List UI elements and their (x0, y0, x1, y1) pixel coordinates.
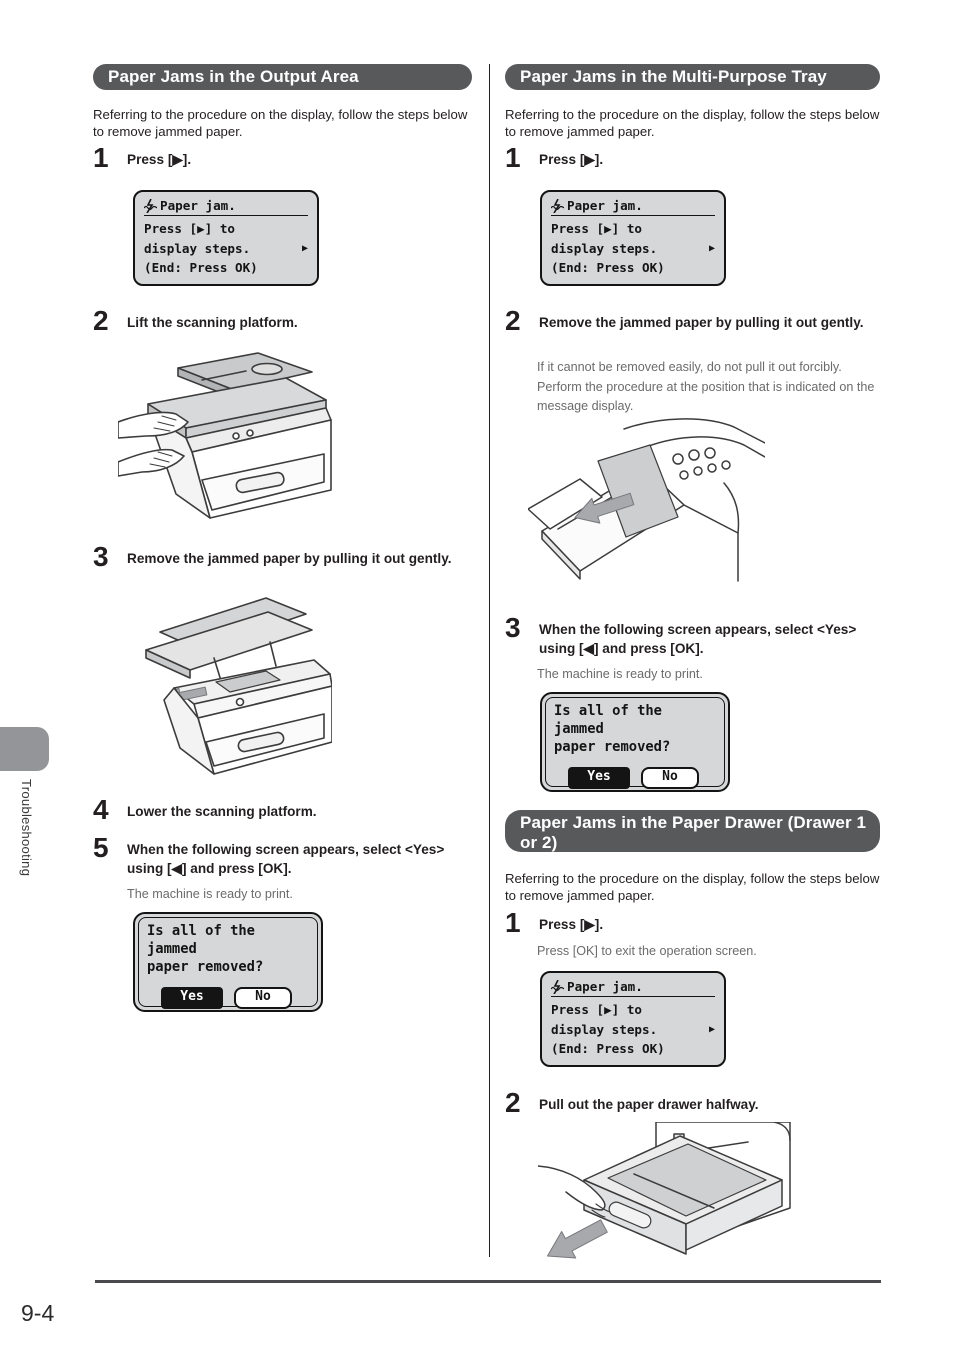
step-number: 1 (93, 142, 109, 173)
page-number: 9-4 (21, 1300, 55, 1326)
column-divider (489, 64, 490, 1257)
section-header-mp-tray: Paper Jams in the Multi-Purpose Tray (505, 64, 880, 90)
lcd-line-2: Press [▶] to (144, 221, 235, 236)
section-header-paper-drawer: Paper Jams in the Paper Drawer (Drawer 1… (505, 810, 880, 852)
step-output-1: 1 Press [▶]. (93, 142, 453, 173)
exit-note: Press [OK] to exit the operation screen. (537, 944, 757, 958)
lcd-line-3: display steps. ▶ (144, 240, 308, 256)
lcd-line-1: Paper jam. (144, 198, 308, 216)
paper-jam-icon (551, 979, 564, 994)
step-drawer-1: 1 Press [▶]. (505, 907, 865, 938)
yes-button: Yes (568, 766, 630, 789)
right-arrow-icon: ▶ (301, 242, 308, 254)
chapter-tab (0, 727, 49, 771)
no-button: No (234, 986, 292, 1009)
lcd-line-4: (End: Press OK) (144, 260, 258, 276)
step-number: 3 (505, 612, 521, 643)
step-output-3: 3 Remove the jammed paper by pulling it … (93, 541, 453, 572)
chapter-label: Troubleshooting (19, 779, 34, 877)
lcd-line-4: (End: Press OK) (551, 1041, 665, 1057)
step-output-2: 2 Lift the scanning platform. (93, 305, 453, 336)
step-number: 4 (93, 794, 109, 825)
paper-jam-icon (551, 198, 564, 213)
yes-button: Yes (161, 986, 223, 1009)
step-text: Lower the scanning platform. (127, 804, 317, 819)
step-text: Pull out the paper drawer halfway. (539, 1097, 759, 1112)
forcible-note: If it cannot be removed easily, do not p… (537, 360, 875, 414)
step-number: 2 (505, 305, 521, 336)
lcd-confirm-line-2: paper removed? (147, 958, 264, 975)
step-text: Remove the jammed paper by pulling it ou… (539, 315, 864, 330)
lcd-line-2: Press [▶] to (551, 221, 642, 236)
right-arrow-icon: ▶ (708, 1023, 715, 1035)
step-text: When the following screen appears, selec… (127, 842, 445, 877)
no-button: No (641, 766, 699, 789)
step-text: Press [▶]. (539, 917, 604, 932)
lcd-line-3: display steps. ▶ (551, 240, 715, 256)
intro-mp-tray: Referring to the procedure on the displa… (505, 107, 880, 140)
step-text: Press [▶]. (539, 152, 604, 167)
step-text: Lift the scanning platform. (127, 315, 298, 330)
lcd-line-3: display steps. ▶ (551, 1021, 715, 1037)
step-output-4: 4 Lower the scanning platform. (93, 794, 453, 825)
step-number: 2 (505, 1087, 521, 1118)
lcd-line-2: Press [▶] to (551, 1002, 642, 1017)
footer-rule (95, 1280, 881, 1283)
step-text: When the following screen appears, selec… (539, 622, 857, 657)
step-mp-1: 1 Press [▶]. (505, 142, 865, 173)
section-title: Paper Jams in the Output Area (108, 66, 359, 86)
step-text: Remove the jammed paper by pulling it ou… (127, 551, 452, 566)
step-number: 1 (505, 142, 521, 173)
step-drawer-2: 2 Pull out the paper drawer halfway. (505, 1087, 877, 1118)
paper-jam-icon (144, 198, 157, 213)
right-arrow-icon: ▶ (708, 242, 715, 254)
step-number: 5 (93, 832, 109, 863)
lcd-display-paper-jam: Paper jam. Press [▶] to display steps. ▶… (540, 971, 726, 1067)
lcd-line-1: Paper jam. (551, 979, 715, 997)
intro-paper-drawer: Referring to the procedure on the displa… (505, 871, 880, 904)
lcd-display-paper-jam: Paper jam. Press [▶] to display steps. ▶… (133, 190, 319, 286)
step-text: Press [▶]. (127, 152, 192, 167)
mp-tray-jam-illustration (528, 418, 765, 582)
lcd-confirm-line-1: Is all of the jammed (554, 703, 662, 737)
lift-scanning-platform-illustration (118, 352, 332, 519)
remove-output-paper-illustration (145, 597, 332, 775)
section-header-output-area: Paper Jams in the Output Area (93, 64, 472, 90)
lcd-line-4: (End: Press OK) (551, 260, 665, 276)
step-number: 1 (505, 907, 521, 938)
lcd-confirm-line-2: paper removed? (554, 738, 671, 755)
lcd-display-confirm: Is all of the jammed paper removed? Yes … (133, 912, 323, 1012)
step-mp-3: 3 When the following screen appears, sel… (505, 612, 881, 658)
ready-note: The machine is ready to print. (127, 887, 293, 901)
pull-paper-drawer-illustration (538, 1122, 791, 1259)
step-mp-2: 2 Remove the jammed paper by pulling it … (505, 305, 877, 336)
ready-note: The machine is ready to print. (537, 667, 703, 681)
section-title: Paper Jams in the Multi-Purpose Tray (520, 66, 827, 86)
lcd-confirm-line-1: Is all of the jammed (147, 923, 255, 957)
lcd-line-1: Paper jam. (551, 198, 715, 216)
intro-output-area: Referring to the procedure on the displa… (93, 107, 468, 140)
step-number: 2 (93, 305, 109, 336)
lcd-display-confirm: Is all of the jammed paper removed? Yes … (540, 692, 730, 792)
section-title: Paper Jams in the Paper Drawer (Drawer 1… (520, 813, 867, 853)
step-output-5: 5 When the following screen appears, sel… (93, 832, 465, 878)
step-number: 3 (93, 541, 109, 572)
lcd-display-paper-jam: Paper jam. Press [▶] to display steps. ▶… (540, 190, 726, 286)
